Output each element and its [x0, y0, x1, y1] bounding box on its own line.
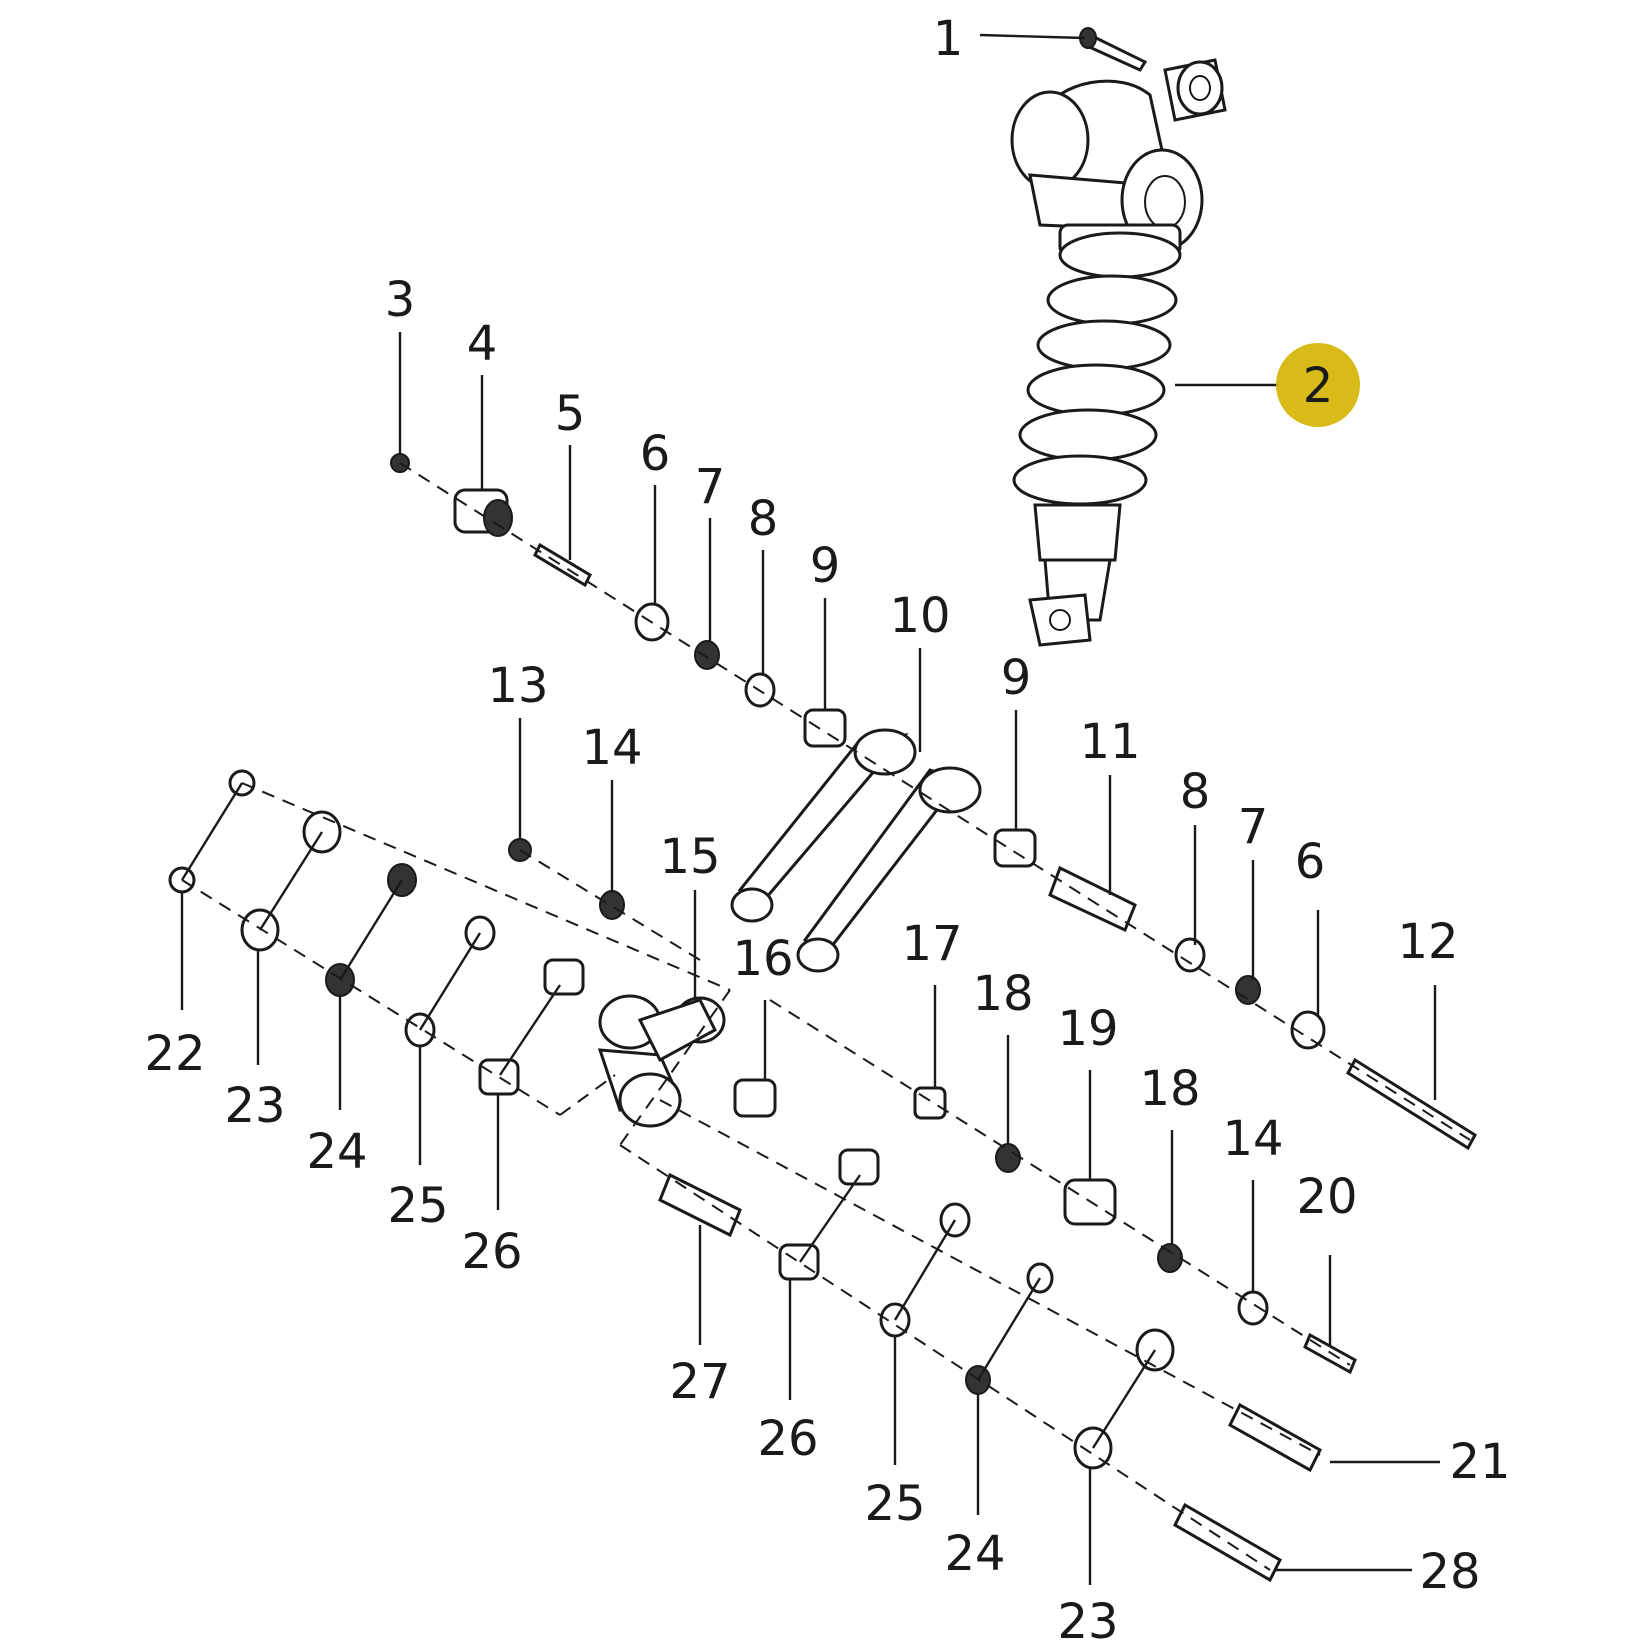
- callout[interactable]: 9: [810, 538, 841, 594]
- callout[interactable]: 17: [901, 916, 962, 972]
- rocker-part: [597, 994, 726, 1128]
- callout[interactable]: 19: [1057, 1001, 1118, 1057]
- callout[interactable]: 24: [306, 1124, 367, 1180]
- link-arm-part: [730, 728, 982, 973]
- callout[interactable]: 23: [1057, 1594, 1118, 1650]
- callout[interactable]: 10: [889, 588, 950, 644]
- callout[interactable]: 3: [385, 272, 416, 328]
- callout[interactable]: 14: [581, 720, 642, 776]
- highlight-marker: [1276, 343, 1360, 427]
- callout[interactable]: 14: [1222, 1111, 1283, 1167]
- callout[interactable]: 27: [669, 1354, 730, 1410]
- spring-coils: [1012, 231, 1182, 506]
- callout[interactable]: 15: [659, 829, 720, 885]
- assembly-axis-lines: [181, 462, 1471, 1571]
- callout[interactable]: 23: [224, 1078, 285, 1134]
- callout[interactable]: 26: [757, 1411, 818, 1467]
- callout[interactable]: 4: [467, 316, 498, 372]
- callout[interactable]: 25: [864, 1476, 925, 1532]
- callout[interactable]: 16: [732, 931, 793, 987]
- callout-labels: 1 2 3 4 5 6 7 8 9 10 9 11 8 7 6 12 13 14…: [144, 11, 1510, 1650]
- callout[interactable]: 2: [1303, 358, 1334, 414]
- callout[interactable]: 11: [1079, 714, 1140, 770]
- callout[interactable]: 13: [487, 658, 548, 714]
- callout[interactable]: 24: [944, 1526, 1005, 1582]
- callout[interactable]: 12: [1397, 914, 1458, 970]
- callout[interactable]: 7: [1238, 799, 1269, 855]
- hardware-parts: [168, 453, 1477, 1583]
- callout[interactable]: 7: [695, 459, 726, 515]
- callout[interactable]: 6: [1295, 834, 1326, 890]
- callout[interactable]: 5: [555, 386, 586, 442]
- shock-absorber-part: [1010, 58, 1227, 647]
- callout[interactable]: 20: [1296, 1169, 1357, 1225]
- callout[interactable]: 8: [1180, 764, 1211, 820]
- callout[interactable]: 26: [461, 1224, 522, 1280]
- leader-lines: [180, 33, 1440, 1585]
- callout[interactable]: 22: [144, 1026, 205, 1082]
- bolt-part: [1079, 27, 1148, 72]
- callout[interactable]: 8: [748, 491, 779, 547]
- callout[interactable]: 9: [1001, 650, 1032, 706]
- callout[interactable]: 18: [1139, 1061, 1200, 1117]
- callout[interactable]: 28: [1419, 1544, 1480, 1600]
- callout[interactable]: 1: [933, 11, 964, 67]
- callout[interactable]: 6: [640, 426, 671, 482]
- callout[interactable]: 25: [387, 1178, 448, 1234]
- callout[interactable]: 18: [972, 966, 1033, 1022]
- callout[interactable]: 21: [1449, 1434, 1510, 1490]
